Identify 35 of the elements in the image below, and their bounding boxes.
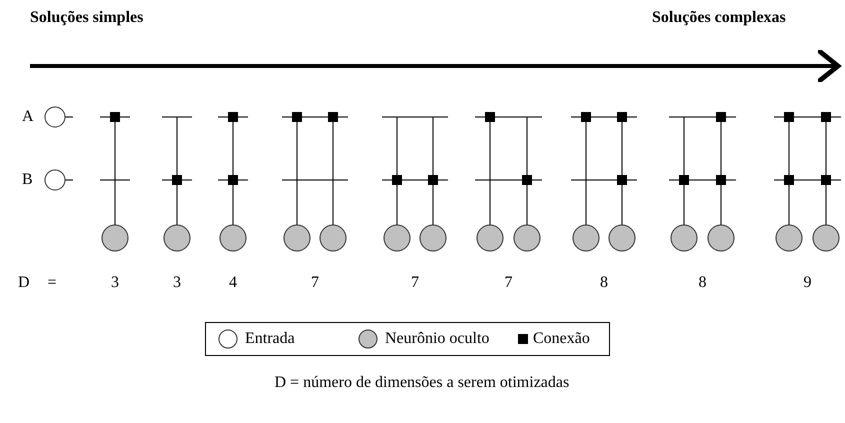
hidden-neuron (163, 224, 191, 252)
hidden-neuron (219, 224, 247, 252)
dimension-value: 4 (229, 275, 237, 291)
dimension-value: 7 (311, 275, 319, 291)
hidden-neuron (670, 224, 698, 252)
hidden-neuron (476, 224, 504, 252)
dimension-value: 7 (504, 275, 512, 291)
dimension-label: D = (18, 275, 57, 291)
hidden-neuron (572, 224, 600, 252)
hidden-neuron (383, 224, 411, 252)
dimension-value: 7 (411, 275, 419, 291)
hidden-neuron (101, 224, 129, 252)
hidden-neuron (608, 224, 636, 252)
dimension-value: 3 (173, 275, 181, 291)
legend-text: Conexão (533, 331, 590, 347)
dimension-value: 8 (698, 275, 706, 291)
input-label: A (22, 109, 34, 125)
legend-text: Neurônio oculto (385, 331, 490, 347)
dimension-value: 3 (111, 275, 119, 291)
hidden-neuron (707, 224, 735, 252)
hidden-neuron (513, 224, 541, 252)
input-neuron (44, 169, 66, 191)
dimension-value: 8 (600, 275, 608, 291)
scale-label: Soluções simples (30, 10, 144, 26)
caption: D = número de dimensões a serem otimizadas (274, 375, 570, 391)
input-neuron (44, 106, 66, 128)
hidden-neuron (812, 224, 840, 252)
input-label: B (22, 172, 33, 188)
hidden-neuron (419, 224, 447, 252)
hidden-neuron (319, 224, 347, 252)
hidden-neuron (283, 224, 311, 252)
dimension-value: 9 (804, 275, 812, 291)
scale-label: Soluções complexas (652, 10, 786, 26)
hidden-neuron (775, 224, 803, 252)
legend-text: Entrada (245, 331, 295, 347)
